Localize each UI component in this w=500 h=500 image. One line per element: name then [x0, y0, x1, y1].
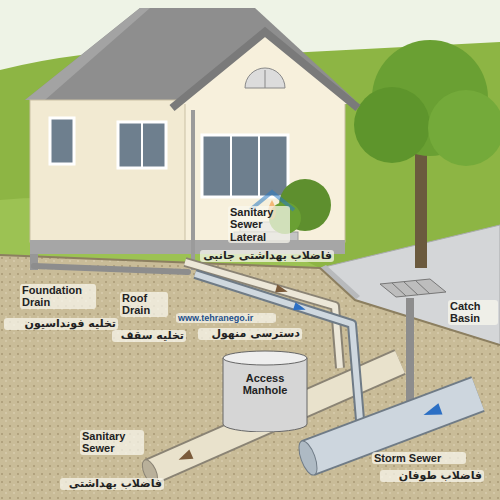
pipe-label: Roof Drain	[120, 292, 168, 317]
pipe-label-fa: تخلیه فونداسیون	[4, 318, 118, 330]
soil	[0, 255, 500, 500]
catch-basin	[380, 279, 446, 404]
pipe-label-fa: تخلیه سقف	[112, 330, 186, 342]
part-label-fa: دسترسی منهول	[198, 328, 302, 340]
house	[50, 118, 74, 164]
house	[185, 100, 345, 242]
house	[265, 70, 266, 88]
pipe-label-fa: فاضلاب طوفان	[380, 470, 484, 482]
pipe-label: Storm Sewer	[372, 452, 466, 464]
pipe-label-fa: فاضلاب بهداشتی جانبی	[200, 250, 334, 262]
storm-sewer-main	[308, 394, 478, 458]
sanitary-sewer-main	[177, 450, 194, 465]
tree	[428, 90, 500, 166]
manhole-top	[223, 351, 307, 365]
pipe-label: Sanitary Sewer	[80, 430, 144, 455]
roof-drain-downspout	[193, 110, 194, 270]
tree	[354, 40, 500, 268]
tree	[415, 150, 427, 268]
watermark: www.tehranego.ir	[176, 313, 276, 323]
pipe-label: Foundation Drain	[20, 284, 96, 309]
soil	[0, 255, 500, 500]
house	[25, 8, 150, 100]
roof-drain-downspout	[191, 110, 195, 270]
node-text: Access Manhole	[222, 372, 308, 397]
part-label: Catch Basin	[448, 300, 498, 325]
catch-basin	[404, 282, 418, 295]
house	[245, 68, 285, 88]
house	[30, 100, 190, 242]
house	[258, 135, 260, 197]
house	[25, 8, 358, 270]
catch-basin	[380, 279, 446, 297]
tree	[354, 87, 430, 163]
catch-basin	[406, 298, 414, 404]
storm-branch-pipe	[293, 302, 307, 313]
storm-sewer-main	[421, 403, 442, 420]
pipe-label-fa: فاضلاب بهداشتی	[60, 478, 164, 490]
house	[118, 122, 166, 168]
house	[141, 122, 143, 168]
pipe-label: Sanitary Sewer Lateral	[228, 206, 290, 243]
storm-sewer-main	[295, 394, 478, 477]
house	[178, 36, 352, 104]
house	[202, 135, 288, 197]
soil	[0, 255, 500, 345]
foundation-drain-pipe	[34, 266, 188, 272]
manhole-cylinder: Access Manhole	[222, 350, 308, 432]
catch-basin	[392, 283, 406, 296]
house	[172, 32, 358, 108]
catch-basin	[416, 281, 430, 294]
house	[230, 135, 232, 197]
foundation-drain-pipe	[34, 266, 188, 272]
storm-sewer-main	[295, 439, 320, 478]
manhole-body	[223, 358, 307, 432]
storm-sewer-main	[308, 394, 478, 458]
sanitary-sewer-lateral-pipe	[275, 285, 289, 296]
